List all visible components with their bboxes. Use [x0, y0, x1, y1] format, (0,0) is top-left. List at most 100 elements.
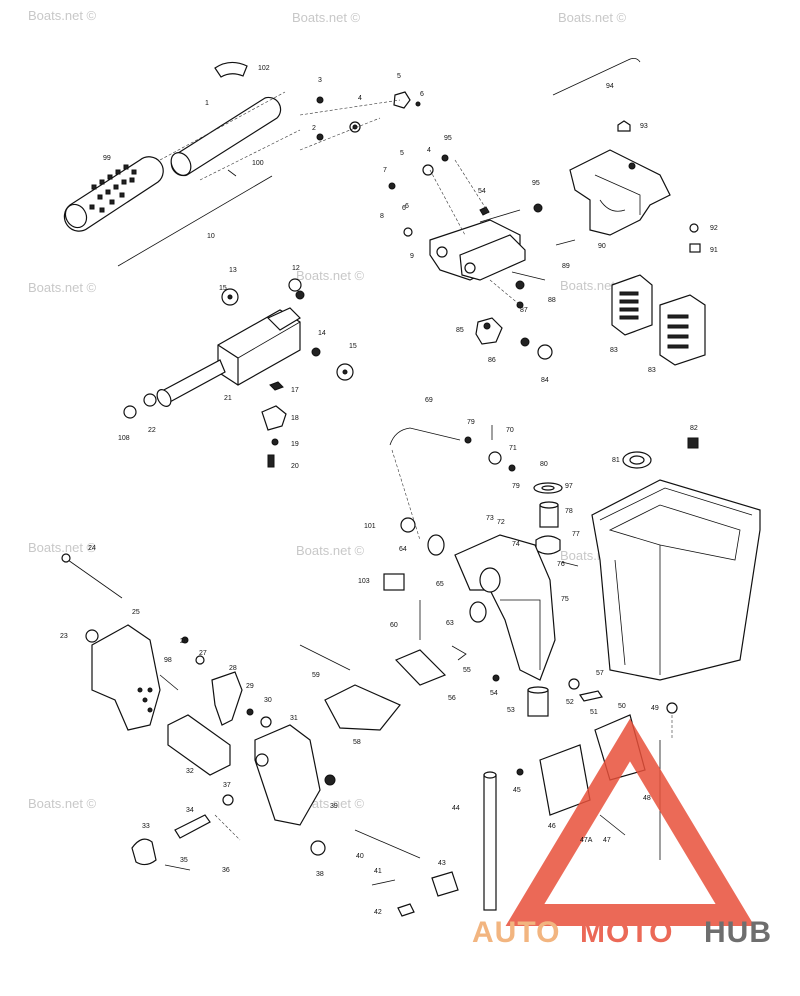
callout-labels: 102 1 3 4 5 6 2 99 100 10 95 94 93 7 6 8… [60, 65, 718, 916]
callout-label: 70 [506, 427, 514, 434]
callout-label: 53 [507, 707, 515, 714]
watermark: Boats.net © [558, 10, 627, 25]
callout-label: 65 [436, 581, 444, 588]
callout-label: 74 [512, 541, 520, 548]
callout-label: 90 [598, 243, 606, 250]
callout-label: 76 [557, 561, 565, 568]
exhaust-housing-77 [389, 425, 761, 681]
callout-label: 92 [710, 225, 718, 232]
callout-label: 80 [540, 461, 548, 468]
callout-label: 58 [353, 739, 361, 746]
callout-label: 73 [486, 515, 494, 522]
callout-label: 59 [312, 672, 320, 679]
callout-label: 6 [405, 203, 409, 210]
callout-label: 108 [118, 435, 130, 442]
clamp-bracket-25 [61, 553, 459, 917]
callout-label: 50 [618, 703, 626, 710]
callout-label: 25 [132, 609, 140, 616]
callout-label: 55 [463, 667, 471, 674]
callout-label: 15 [219, 285, 227, 292]
link-rod-94 [552, 58, 641, 132]
callout-label: 91 [710, 247, 718, 254]
logo-hub-text: HUB [704, 916, 772, 949]
callout-label: 101 [364, 523, 376, 530]
callout-label: 4 [427, 147, 431, 154]
callout-label: 26 [180, 638, 188, 645]
bracket-90 [555, 149, 701, 253]
callout-label: 33 [142, 823, 150, 830]
callout-label: 54 [490, 690, 498, 697]
callout-label: 36 [222, 867, 230, 874]
callout-label: 4 [358, 95, 362, 102]
callout-label: 31 [290, 715, 298, 722]
callout-label: 1 [205, 100, 209, 107]
callout-label: 7 [383, 167, 387, 174]
callout-label: 60 [390, 622, 398, 629]
callout-label: 47A [580, 837, 593, 844]
callout-label: 43 [438, 860, 446, 867]
callout-label: 83 [610, 347, 618, 354]
callout-label: 5 [397, 73, 401, 80]
callout-label: 64 [399, 546, 407, 553]
callout-label: 87 [520, 307, 528, 314]
callout-label: 45 [513, 787, 521, 794]
rod-part [117, 175, 273, 267]
callout-label: 42 [374, 909, 382, 916]
swivel-part [393, 91, 411, 109]
callout-label: 28 [229, 665, 237, 672]
logo-triangle-icon [505, 718, 755, 926]
callout-label: 6 [402, 205, 406, 212]
callout-label: 88 [548, 297, 556, 304]
callout-label: 2 [312, 125, 316, 132]
callout-label: 103 [358, 578, 370, 585]
callout-label: 75 [561, 596, 569, 603]
callout-label: 34 [186, 807, 194, 814]
callout-label: 46 [548, 823, 556, 830]
callout-label: 32 [186, 768, 194, 775]
callout-label: 49 [651, 705, 659, 712]
callout-label: 89 [562, 263, 570, 270]
watermark: Boats.net © [28, 8, 97, 23]
callout-label: 14 [318, 330, 326, 337]
hardware-top-center [299, 91, 421, 151]
callout-label: 72 [497, 519, 505, 526]
callout-label: 20 [291, 463, 299, 470]
callout-label: 94 [606, 83, 614, 90]
callout-label: 12 [292, 265, 300, 272]
clip-part [214, 61, 248, 78]
callout-label: 29 [246, 683, 254, 690]
logo-moto-text: MOTO [580, 916, 673, 949]
callout-label: 40 [356, 853, 364, 860]
callout-label: 69 [425, 397, 433, 404]
callout-label: 41 [374, 868, 382, 875]
callout-label: 52 [566, 699, 574, 706]
callout-label: 97 [565, 483, 573, 490]
callout-label: 24 [88, 545, 96, 552]
callout-label: 78 [565, 508, 573, 515]
callout-label: 81 [612, 457, 620, 464]
callout-label: 79 [467, 419, 475, 426]
callout-label: 13 [229, 267, 237, 274]
callout-label: 77 [572, 531, 580, 538]
callout-label: 51 [590, 709, 598, 716]
watermark: Boats.net © [292, 10, 361, 25]
watermarks: Boats.net © Boats.net © Boats.net © Boat… [28, 8, 629, 811]
callout-label: 99 [103, 155, 111, 162]
logo-auto-text: AUTO [472, 916, 560, 949]
watermark: Boats.net © [296, 268, 365, 283]
callout-label: 85 [456, 327, 464, 334]
cover-83 [611, 274, 706, 366]
callout-label: 15 [349, 343, 357, 350]
callout-label: 22 [148, 427, 156, 434]
callout-label: 71 [509, 445, 517, 452]
watermark: Boats.net © [28, 280, 97, 295]
swivel-tube-21 [123, 278, 354, 468]
callout-label: 6 [420, 91, 424, 98]
callout-label: 82 [690, 425, 698, 432]
grip-part [63, 156, 164, 232]
callout-label: 44 [452, 805, 460, 812]
callout-label: 79 [512, 483, 520, 490]
automotohub-logo: AUTO MOTO HUB [472, 718, 772, 949]
callout-label: 30 [264, 697, 272, 704]
